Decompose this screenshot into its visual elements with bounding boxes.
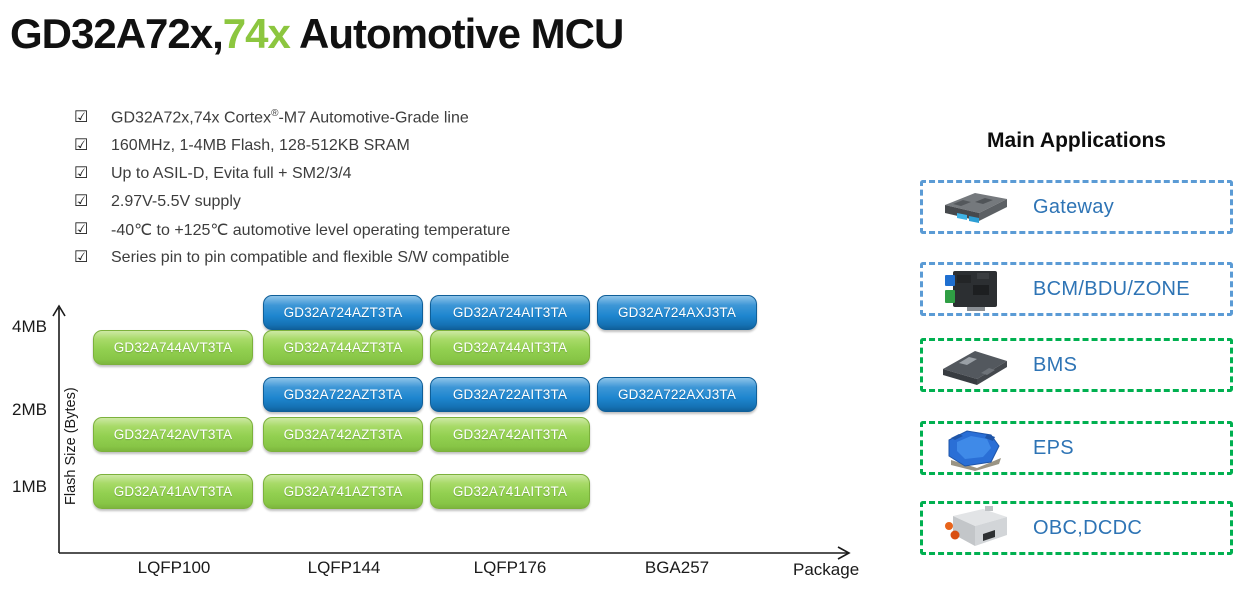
mcu-chip: GD32A742AZT3TA [263, 417, 423, 452]
mcu-chip: GD32A724AIT3TA [430, 295, 590, 330]
feature-item: ☑ GD32A72x,74x Cortex®-M7 Automotive-Gra… [74, 104, 510, 132]
x-tick-lqfp100: LQFP100 [137, 558, 211, 577]
eps-module-icon [948, 430, 1001, 471]
feature-item: ☑ 160MHz, 1-4MB Flash, 128-512KB SRAM [74, 132, 510, 160]
mcu-chip: GD32A741AIT3TA [430, 474, 590, 509]
mcu-chip: GD32A741AZT3TA [263, 474, 423, 509]
mcu-chip: GD32A724AXJ3TA [597, 295, 757, 330]
application-box-gateway: Gateway [920, 180, 1233, 234]
y-tick-4mb: 4MB [12, 317, 47, 336]
axes [52, 304, 851, 560]
mcu-chip: GD32A722AXJ3TA [597, 377, 757, 412]
y-tick-2mb: 2MB [12, 400, 47, 419]
x-tick-lqfp176: LQFP176 [473, 558, 547, 577]
bcm-module-icon [945, 271, 997, 311]
application-box-bms: BMS [920, 338, 1233, 392]
title-part-accent: 74x [222, 10, 291, 57]
mcu-chip: GD32A722AZT3TA [263, 377, 423, 412]
application-label: Gateway [1033, 195, 1115, 218]
bms-module-icon [943, 351, 1007, 385]
applications-title: Main Applications [987, 129, 1166, 152]
mcu-chip: GD32A724AZT3TA [263, 295, 423, 330]
application-box-obc: OBC,DCDC [920, 501, 1233, 555]
x-tick-bga257: BGA257 [644, 558, 710, 577]
mcu-chip: GD32A744AIT3TA [430, 330, 590, 365]
feature-text: GD32A72x,74x Cortex®-M7 Automotive-Grade… [111, 108, 469, 127]
application-label: OBC,DCDC [1033, 516, 1143, 539]
obc-module-icon [945, 506, 1007, 546]
checked-checkbox-icon: ☑ [74, 165, 89, 182]
feature-list: ☑ GD32A72x,74x Cortex®-M7 Automotive-Gra… [74, 104, 510, 272]
application-box-eps: EPS [920, 421, 1233, 475]
feature-item: ☑ Series pin to pin compatible and flexi… [74, 244, 510, 272]
title-part-black1: GD32A72x, [10, 10, 224, 57]
gateway-module-icon [945, 193, 1007, 223]
x-axis-title: Package [793, 560, 860, 579]
checked-checkbox-icon: ☑ [74, 137, 89, 154]
feature-text: 160MHz, 1-4MB Flash, 128-512KB SRAM [111, 137, 410, 154]
application-box-bcm: BCM/BDU/ZONE [920, 262, 1233, 316]
feature-text: 2.97V-5.5V supply [111, 193, 241, 210]
page-title: GD32A72x,74x Automotive MCU [10, 10, 624, 58]
mcu-chip: GD32A742AVT3TA [93, 417, 253, 452]
x-axis-arrow-icon [837, 546, 851, 560]
feature-item: ☑ -40℃ to +125℃ automotive level operati… [74, 216, 510, 244]
mcu-chip: GD32A744AZT3TA [263, 330, 423, 365]
feature-item: ☑ 2.97V-5.5V supply [74, 188, 510, 216]
application-label: BMS [1033, 353, 1078, 376]
checked-checkbox-icon: ☑ [74, 249, 89, 266]
y-axis-arrow-icon [52, 304, 66, 317]
title-part-black2: Automotive MCU [289, 10, 624, 57]
mcu-chip: GD32A742AIT3TA [430, 417, 590, 452]
x-tick-lqfp144: LQFP144 [307, 558, 381, 577]
mcu-chip: GD32A741AVT3TA [93, 474, 253, 509]
y-tick-1mb: 1MB [12, 477, 47, 496]
application-label: EPS [1033, 436, 1074, 459]
checked-checkbox-icon: ☑ [74, 109, 89, 126]
feature-item: ☑ Up to ASIL-D, Evita full + SM2/3/4 [74, 160, 510, 188]
mcu-chip: GD32A722AIT3TA [430, 377, 590, 412]
mcu-chip: GD32A744AVT3TA [93, 330, 253, 365]
feature-text: -40℃ to +125℃ automotive level operating… [111, 222, 511, 239]
application-label: BCM/BDU/ZONE [1033, 277, 1190, 300]
checked-checkbox-icon: ☑ [74, 193, 89, 210]
checked-checkbox-icon: ☑ [74, 221, 89, 238]
y-axis-title: Flash Size (Bytes) [63, 387, 79, 505]
feature-text: Up to ASIL-D, Evita full + SM2/3/4 [111, 165, 352, 182]
feature-text: Series pin to pin compatible and flexibl… [111, 249, 510, 266]
